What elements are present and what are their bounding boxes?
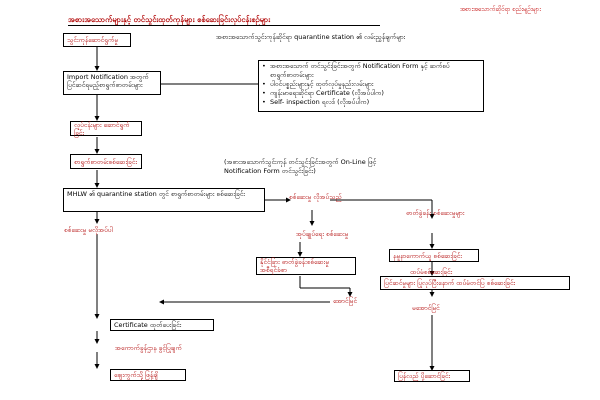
title-underline	[68, 25, 380, 26]
admin-inspection-label: အုပ်ချုပ်ရေး စစ်ဆေးမှု	[296, 230, 349, 238]
no-inspection-label: စစ်ဆေးမှု မလိုအပ်ပါ	[64, 226, 113, 234]
retest-label: ထပ်မံစစ်ဆေးခြင်း	[410, 268, 453, 276]
bullet-1: အစားအသောက် တင်သွင်းခြင်းအတွက် Notificati…	[262, 62, 480, 80]
online-note-line1: (အစားအသောက်သွင်းကုန် တင်သွင်းခြင်းအတွက် …	[224, 158, 377, 166]
review-node: စာရွက်စာတမ်းစစ်ဆေးခြင်း	[70, 154, 142, 169]
reject-node: ပြန်လည် ပို့ဆောင်ခြင်း	[394, 370, 470, 382]
start-node: သွင်းကုန်ဆောင်ရွက်မှု	[63, 33, 131, 47]
pass-label: အောင်မြင်	[333, 297, 357, 305]
submit-node: လုပ်ငန်းများ ဆောင်ရွက်ခြင်း	[70, 121, 142, 137]
release-node: စျေးကွက်သို့ ဖြန့်ချိ	[110, 369, 186, 381]
customs-label: အကောက်ခွန်ဌာန ခွင့်ပြုချက်	[115, 344, 182, 352]
mhlw-node: MHLW ၏ quarantine station တွင် စာရွက်စာတ…	[63, 188, 265, 212]
import-notification-node: Import Notification အတွက်ပြင်ဆင်ရမည့်စာရ…	[63, 71, 161, 95]
bullet-3: ကျန်းမာရေးဆိုင်ရာ Certificate (လိုအပ်ပါက…	[262, 89, 480, 98]
required-documents-list: အစားအသောက် တင်သွင်းခြင်းအတွက် Notificati…	[258, 60, 484, 112]
lab-inspection-label: ဓာတ်ခွဲခန်း စစ်ဆေးမှုများ	[406, 209, 465, 217]
page-header: အစားအသောက်ဆိုင်ရာ စည်းမျဉ်းများ	[460, 6, 541, 13]
sampling-node: နမူနာကောက်ယူ စစ်ဆေးခြင်း	[389, 249, 479, 262]
fail-label: မအောင်မြင်	[412, 304, 440, 312]
bullet-4: Self- inspection ရလဒ် (လိုအပ်ပါက)	[262, 98, 480, 107]
retest-node: ပြင်ဆင်မှုများ ပြုလုပ်ပြီးနောက် ထပ်မံတင်…	[380, 276, 570, 290]
page-title: အစားအသောက်များနှင့် တင်သွင်းထုတ်ကုန်များ…	[68, 15, 271, 24]
quarantine-note: အစားအသောက်သွင်းကုန်ဆိုင်ရာ quarantine st…	[216, 33, 406, 41]
needs-inspection-label: စစ်ဆေးမှု လိုအပ်သည်	[289, 193, 342, 201]
bullet-2: ပါဝင်ပစ္စည်းများနှင့် ထုတ်လုပ်မှုနည်းလမ်…	[262, 80, 480, 89]
inspection-report-node: နိုင်ငံခြား ဓာတ်ခွဲခန်းစစ်ဆေးမှု အစီရင်ခ…	[256, 257, 356, 275]
online-note-line2: Notification Form တင်သွင်းခြင်း)	[224, 167, 316, 175]
certificate-node: Certificate ထုတ်ပေးခြင်း	[110, 319, 214, 331]
